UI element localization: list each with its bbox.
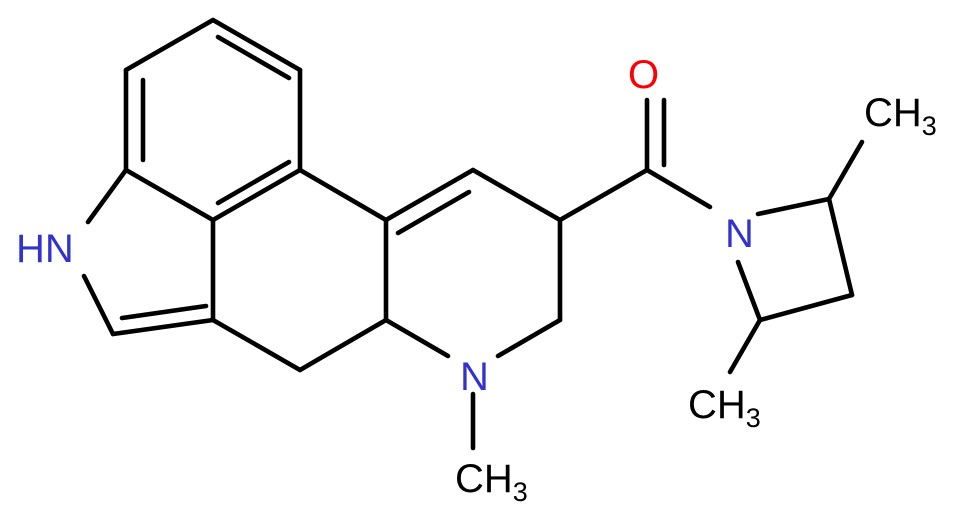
bond bbox=[123, 167, 216, 223]
bond bbox=[383, 167, 476, 223]
bond bbox=[215, 159, 292, 206]
benzene-ring bbox=[123, 17, 303, 223]
bond bbox=[210, 317, 303, 373]
amide-nitrogen-label: N bbox=[725, 212, 754, 256]
bond-methyl bbox=[727, 317, 763, 375]
bond bbox=[735, 259, 763, 323]
azetidine-ring bbox=[727, 139, 865, 375]
bond bbox=[470, 167, 563, 223]
bond bbox=[110, 317, 216, 337]
bond bbox=[215, 34, 292, 81]
bond bbox=[123, 17, 216, 73]
bond bbox=[644, 167, 713, 210]
amide-group bbox=[557, 97, 713, 223]
bond bbox=[395, 189, 472, 236]
bond bbox=[119, 303, 209, 321]
tetrahydropyridine-ring bbox=[383, 167, 563, 359]
bond bbox=[755, 196, 832, 217]
methyl-bottom-right-label: CH3 bbox=[688, 383, 761, 433]
methyl-n-label: CH3 bbox=[455, 457, 528, 507]
cyclohexene-ring bbox=[210, 167, 389, 373]
bond bbox=[297, 317, 389, 373]
bond bbox=[557, 167, 650, 223]
methyl-top-right-label: CH3 bbox=[864, 91, 937, 141]
bond bbox=[81, 273, 116, 337]
ring-nitrogen-label: N bbox=[460, 355, 489, 399]
bond bbox=[85, 167, 129, 225]
bond bbox=[297, 167, 389, 223]
oxygen-label: O bbox=[628, 53, 659, 97]
bond bbox=[210, 167, 303, 223]
bond bbox=[757, 292, 855, 323]
bond bbox=[210, 17, 303, 73]
bond bbox=[495, 317, 563, 359]
bond bbox=[826, 196, 855, 298]
pyrrole-ring bbox=[81, 167, 216, 337]
bond bbox=[383, 317, 451, 359]
bond-methyl bbox=[826, 139, 865, 202]
nh-label: HN bbox=[16, 227, 74, 271]
